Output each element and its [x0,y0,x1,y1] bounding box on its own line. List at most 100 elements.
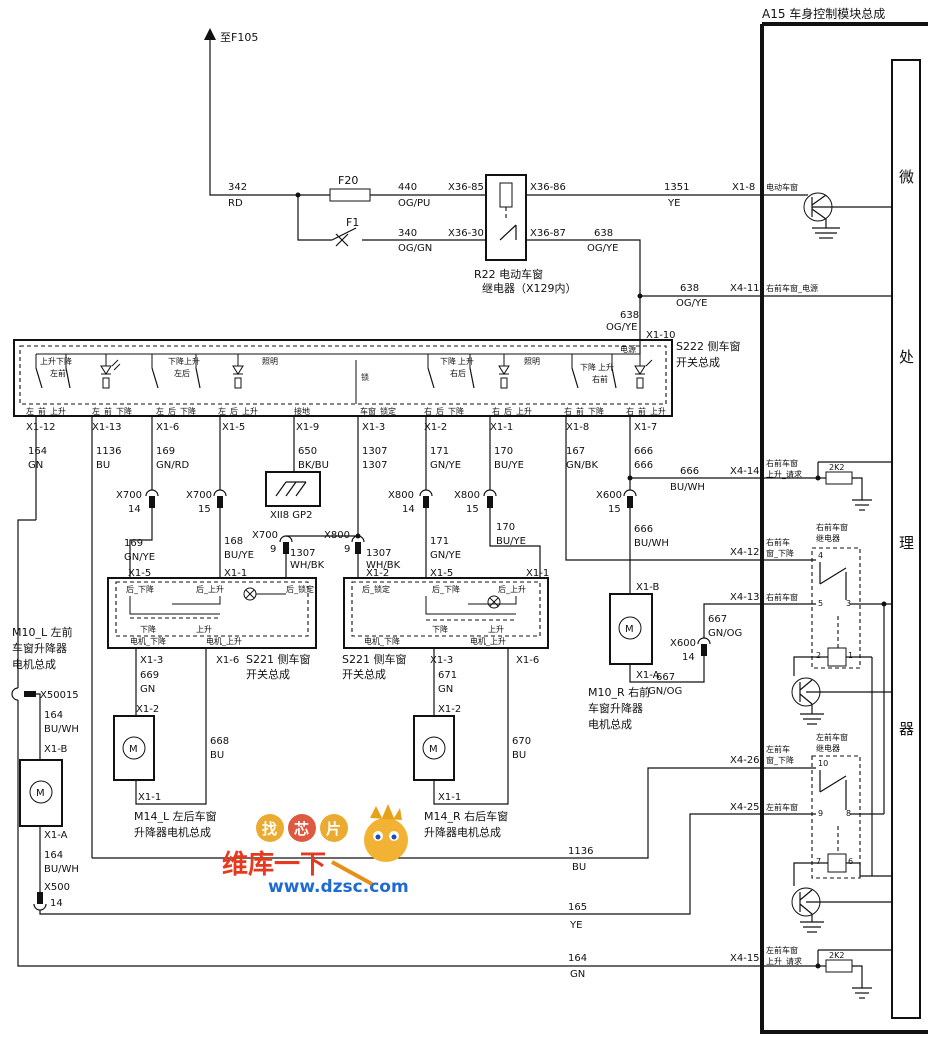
top-supply: 至F105 342 RD F20 440 OG/PU X36-85 F1 340… [204,28,892,341]
led-indicator-icon [100,354,121,389]
svg-text:670: 670 [512,736,531,747]
svg-text:X800: X800 [388,490,414,501]
svg-text:BU/WH: BU/WH [634,538,669,549]
svg-text:X1-1: X1-1 [438,792,461,803]
svg-text:8: 8 [846,809,851,818]
svg-text:15: 15 [466,504,479,515]
svg-text:14: 14 [402,504,415,515]
svg-text:电机_上升: 电机_上升 [206,636,242,646]
motor-m14-left [113,715,155,781]
svg-text:X50015: X50015 [40,690,79,701]
svg-text:下降: 下降 [56,356,72,366]
svg-text:XII8 GP2: XII8 GP2 [270,510,312,521]
micro-char-1: 微 [899,168,914,186]
svg-text:164: 164 [44,710,63,721]
svg-text:右_后_上升: 右_后_上升 [492,406,532,416]
svg-text:BU/YE: BU/YE [494,460,524,471]
svg-text:X1-B: X1-B [44,744,67,755]
resistor-2k2 [825,959,853,973]
svg-text:GN/YE: GN/YE [430,550,461,561]
svg-text:X36-86: X36-86 [530,182,566,193]
svg-text:X700: X700 [116,490,142,501]
svg-text:6: 6 [848,857,853,866]
svg-text:X1-1: X1-1 [490,422,513,433]
motor-m10-left [19,759,63,827]
svg-text:668: 668 [210,736,229,747]
front-right-motor: X1-B M X1-A 667 GN/OG X600 14 667 GN/OG … [588,582,762,731]
svg-text:电机_上升: 电机_上升 [470,636,506,646]
svg-text:www.dzsc.com: www.dzsc.com [268,877,409,897]
svg-text:M: M [36,788,45,799]
svg-text:X700: X700 [252,530,278,541]
svg-text:3: 3 [846,599,851,608]
svg-text:1351: 1351 [664,182,689,193]
svg-text:340: 340 [398,228,417,239]
svg-text:片: 片 [326,820,341,838]
svg-text:GN: GN [140,684,155,695]
svg-text:M10_L 左前: M10_L 左前 [12,625,73,639]
svg-text:OG/GN: OG/GN [398,243,432,254]
switch-right-front: 下降 上升 右前 [571,354,617,389]
svg-text:170: 170 [494,446,513,457]
watermark-logo: 找 芯 片 维库一下 www.dzsc.com [222,804,409,897]
svg-text:右前: 右前 [592,374,608,384]
micro-char-4: 器 [899,720,914,738]
svg-text:X1-5: X1-5 [222,422,245,433]
to-f105-label: 至F105 [220,31,258,44]
svg-text:GN/OG: GN/OG [708,628,742,639]
svg-text:GN/OG: GN/OG [648,686,682,697]
svg-text:WH/BK: WH/BK [290,560,325,571]
svg-text:X700: X700 [186,490,212,501]
rear-right-motor: 671 GN X1-2 M X1-1 670 BU M14_R 右后车窗 升降器… [413,648,531,839]
svg-text:2K2: 2K2 [829,951,844,960]
svg-text:右前车窗: 右前车窗 [816,522,848,532]
svg-text:右前车窗: 右前车窗 [766,458,798,468]
svg-text:上升_请求: 上升_请求 [766,956,802,966]
svg-text:WH/BK: WH/BK [366,560,401,571]
svg-text:X600: X600 [596,490,622,501]
svg-text:下降: 下降 [168,356,184,366]
svg-text:X1-7: X1-7 [634,422,657,433]
svg-text:GN/BK: GN/BK [566,460,598,471]
micro-char-3: 理 [899,534,914,552]
svg-text:窗_下降: 窗_下降 [766,755,794,765]
svg-text:车窗_锁定: 车窗_锁定 [360,406,396,416]
svg-text:下降: 下降 [140,624,156,634]
svg-text:电机总成: 电机总成 [12,657,56,671]
svg-text:X36-85: X36-85 [448,182,484,193]
svg-text:X1-1: X1-1 [526,568,549,579]
svg-text:电机_下降: 电机_下降 [364,636,400,646]
svg-text:14: 14 [682,652,695,663]
svg-text:OG/PU: OG/PU [398,198,430,209]
fuse-f20 [329,188,371,202]
svg-text:15: 15 [608,504,621,515]
front-left-motor: M10_L 左前 车窗升降器 电机总成 X50015 164 BU/WH X1-… [11,625,79,911]
svg-text:左后: 左后 [174,368,190,378]
svg-text:X4-13: X4-13 [730,592,760,603]
svg-text:左_前_下降: 左_前_下降 [92,406,132,416]
mascot-icon [364,818,408,862]
left-front-relay: 左前车 窗_下降 左前车窗 继电器 10 左前车窗 9 8 7 6 [762,604,892,933]
svg-text:1307: 1307 [366,548,391,559]
lamp-icon [487,595,501,609]
svg-text:169: 169 [124,538,143,549]
svg-text:170: 170 [496,522,515,533]
svg-text:X600: X600 [670,638,696,649]
svg-text:BU: BU [572,862,586,873]
svg-text:164: 164 [44,850,63,861]
svg-text:X4-25: X4-25 [730,802,760,813]
svg-text:638: 638 [594,228,613,239]
ground-point-gp2 [265,471,321,507]
svg-text:X1-2: X1-2 [424,422,447,433]
svg-text:窗_下降: 窗_下降 [766,548,794,558]
svg-text:X4-26: X4-26 [730,755,760,766]
svg-text:10: 10 [818,759,828,768]
svg-text:右_前_下降: 右_前_下降 [564,406,604,416]
svg-text:14: 14 [50,898,63,909]
svg-text:维库一下: 维库一下 [222,849,326,880]
svg-text:X1-6: X1-6 [516,655,539,666]
svg-text:X1-12: X1-12 [26,422,56,433]
svg-text:X36-87: X36-87 [530,228,566,239]
